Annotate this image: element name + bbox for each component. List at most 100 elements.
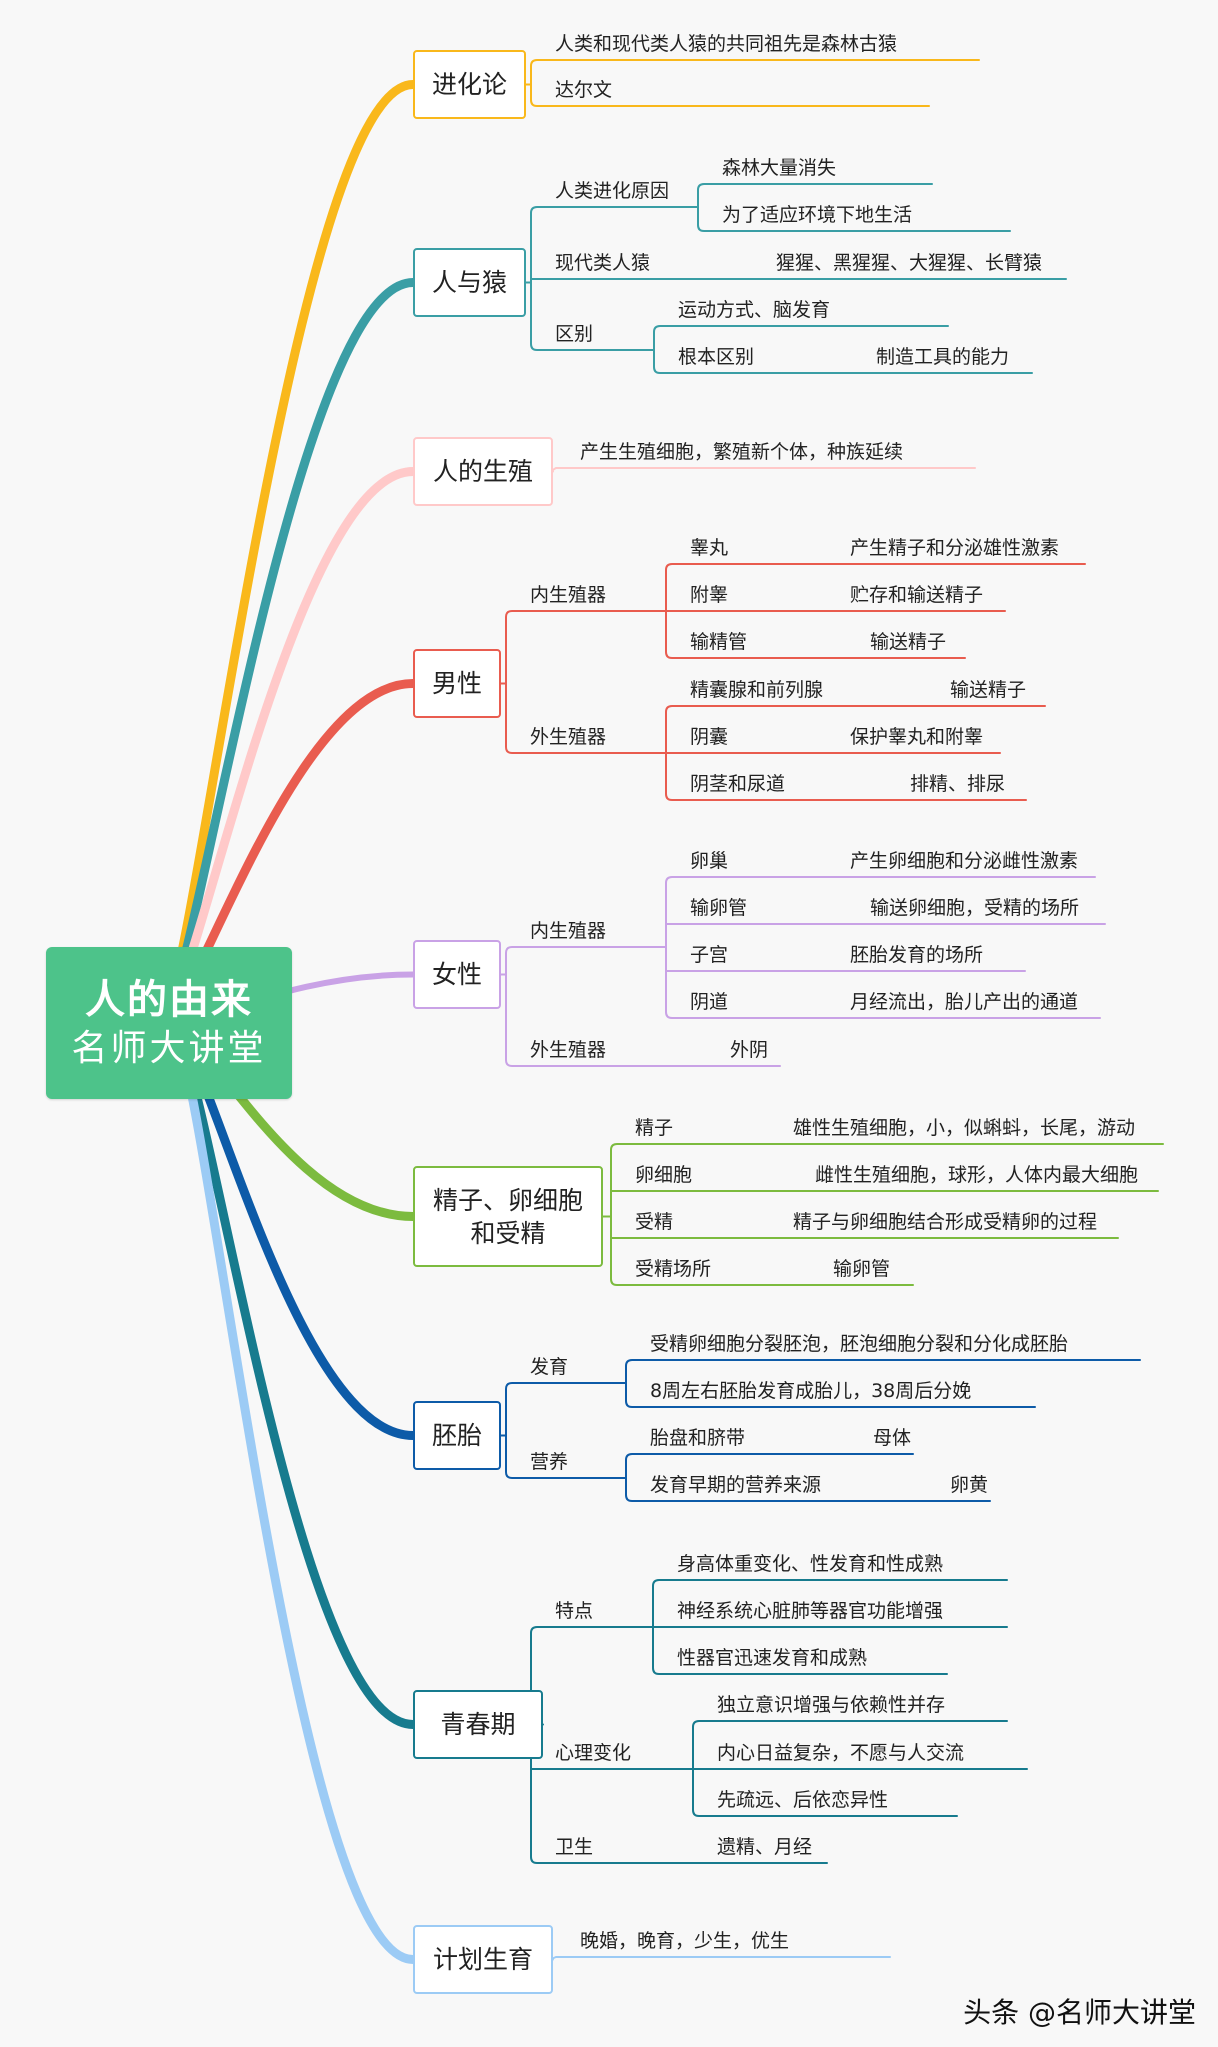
detail-fertilization-1[interactable]: 雌性生殖细胞，球形，人体内最大细胞	[815, 1164, 1139, 1186]
subdetail-male-1-0[interactable]: 输送精子	[950, 679, 1027, 701]
item-embryo-1[interactable]: 营养	[530, 1451, 569, 1473]
subitem-embryo-1-0[interactable]: 胎盘和脐带	[650, 1427, 746, 1449]
subdetail-female-0-3[interactable]: 月经流出，胎儿产出的通道	[850, 991, 1079, 1013]
subdetail-female-0-1[interactable]: 输送卵细胞，受精的场所	[870, 897, 1080, 919]
subdetail-female-0-0[interactable]: 产生卵细胞和分泌雌性激素	[850, 850, 1079, 872]
subitem-female-0-0[interactable]: 卵巢	[690, 850, 729, 872]
subitem-embryo-0-1[interactable]: 8周左右胚胎发育成胎儿，38周后分娩	[650, 1380, 972, 1402]
bracket-family-planning	[551, 1956, 571, 1961]
topic-female[interactable]: 女性	[413, 940, 501, 1009]
bracket-female	[500, 946, 521, 1067]
item-female-1[interactable]: 外生殖器	[530, 1039, 607, 1061]
central-subtitle: 名师大讲堂	[71, 1028, 267, 1069]
item-evolution-0[interactable]: 人类和现代类人猿的共同祖先是森林古猿	[555, 33, 898, 55]
subitem-puberty-0-0[interactable]: 身高体重变化、性发育和性成熟	[677, 1553, 944, 1575]
topic-evolution[interactable]: 进化论	[413, 50, 526, 119]
detail-fertilization-2[interactable]: 精子与卵细胞结合形成受精卵的过程	[793, 1211, 1098, 1233]
item-human-ape-0[interactable]: 人类进化原因	[555, 180, 670, 202]
subitem-male-1-2[interactable]: 阴茎和尿道	[690, 773, 786, 795]
subdetail-male-0-1[interactable]: 贮存和输送精子	[850, 584, 984, 606]
bracket-puberty-1	[664, 1720, 708, 1817]
subdetail-male-1-1[interactable]: 保护睾丸和附睾	[850, 726, 984, 748]
subitem-human-ape-2-1[interactable]: 根本区别	[678, 346, 755, 368]
subdetail-male-1-2[interactable]: 排精、排尿	[910, 773, 1006, 795]
detail-fertilization-0[interactable]: 雄性生殖细胞，小，似蝌蚪，长尾，游动	[793, 1117, 1136, 1139]
item-human-ape-1[interactable]: 现代类人猿	[555, 252, 651, 274]
subitem-female-0-3[interactable]: 阴道	[690, 991, 729, 1013]
subdetail-embryo-1-1[interactable]: 卵黄	[950, 1474, 989, 1496]
item-male-0[interactable]: 内生殖器	[530, 584, 607, 606]
topic-family-planning[interactable]: 计划生育	[413, 1925, 553, 1994]
bracket-male-1	[659, 705, 681, 801]
bracket-embryo-1	[609, 1453, 641, 1502]
subdetail-embryo-1-0[interactable]: 母体	[873, 1427, 912, 1449]
detail-fertilization-3[interactable]: 输卵管	[833, 1258, 891, 1280]
subitem-embryo-1-1[interactable]: 发育早期的营养来源	[650, 1474, 822, 1496]
branch-curve-reproduction	[165, 467, 418, 1018]
bracket-human-ape-2	[634, 325, 669, 374]
subdetail-female-0-2[interactable]: 胚胎发育的场所	[850, 944, 984, 966]
bracket-female-0	[659, 876, 681, 1019]
subdetail-male-0-2[interactable]: 输送精子	[870, 631, 947, 653]
bracket-human-ape-0	[686, 183, 713, 232]
subitem-male-1-0[interactable]: 精囊腺和前列腺	[690, 679, 824, 701]
item-fertilization-2[interactable]: 受精	[635, 1211, 674, 1233]
topic-embryo[interactable]: 胚胎	[413, 1401, 501, 1470]
subitem-puberty-1-0[interactable]: 独立意识增强与依赖性并存	[717, 1694, 946, 1716]
topic-male[interactable]: 男性	[413, 649, 501, 718]
item-fertilization-1[interactable]: 卵细胞	[635, 1164, 693, 1186]
subitem-human-ape-0-1[interactable]: 为了适应环境下地生活	[722, 204, 913, 226]
detail-puberty-2[interactable]: 遗精、月经	[717, 1836, 813, 1858]
item-evolution-1[interactable]: 达尔文	[555, 79, 613, 101]
item-puberty-2[interactable]: 卫生	[555, 1836, 594, 1858]
item-puberty-0[interactable]: 特点	[555, 1600, 594, 1622]
bracket-male-0	[659, 563, 681, 659]
subitem-embryo-0-0[interactable]: 受精卵细胞分裂胚泡，胚泡细胞分裂和分化成胚胎	[650, 1333, 1069, 1355]
branch-curve-human-ape	[165, 278, 418, 1013]
item-reproduction-0[interactable]: 产生生殖细胞，繁殖新个体，种族延续	[580, 441, 904, 463]
branch-curve-family-planning	[175, 1038, 418, 1964]
subitem-male-1-1[interactable]: 阴囊	[690, 726, 729, 748]
item-fertilization-3[interactable]: 受精场所	[635, 1258, 712, 1280]
item-human-ape-2[interactable]: 区别	[555, 323, 594, 345]
item-fertilization-0[interactable]: 精子	[635, 1117, 674, 1139]
bracket-evolution	[525, 59, 546, 107]
subitem-human-ape-2-0[interactable]: 运动方式、脑发育	[678, 299, 831, 321]
topic-reproduction[interactable]: 人的生殖	[413, 437, 553, 506]
central-topic[interactable]: 人的由来 名师大讲堂	[46, 947, 292, 1099]
subitem-male-0-0[interactable]: 睾丸	[690, 537, 729, 559]
subitem-puberty-1-2[interactable]: 先疏远、后依恋异性	[717, 1789, 889, 1811]
item-male-1[interactable]: 外生殖器	[530, 726, 607, 748]
subdetail-human-ape-2-1[interactable]: 制造工具的能力	[876, 346, 1010, 368]
bracket-human-ape	[525, 206, 546, 351]
watermark: 头条 @名师大讲堂	[963, 1996, 1196, 2029]
subitem-male-0-1[interactable]: 附睾	[690, 584, 729, 606]
branch-curve-evolution	[165, 80, 418, 1008]
item-puberty-1[interactable]: 心理变化	[555, 1742, 632, 1764]
bracket-embryo-0	[609, 1359, 641, 1408]
branch-curve-puberty	[175, 1033, 418, 1729]
subitem-puberty-0-2[interactable]: 性器官迅速发育和成熟	[677, 1647, 868, 1669]
detail-human-ape-1[interactable]: 猩猩、黑猩猩、大猩猩、长臂猿	[776, 252, 1043, 274]
subitem-puberty-0-1[interactable]: 神经系统心脏肺等器官功能增强	[677, 1600, 944, 1622]
item-family-planning-0[interactable]: 晚婚，晚育，少生，优生	[580, 1930, 790, 1952]
item-embryo-0[interactable]: 发育	[530, 1356, 569, 1378]
topic-fertilization[interactable]: 精子、卵细胞 和受精	[413, 1166, 603, 1267]
topic-human-ape[interactable]: 人与猿	[413, 248, 526, 317]
subitem-human-ape-0-0[interactable]: 森林大量消失	[722, 157, 837, 179]
subitem-puberty-1-1[interactable]: 内心日益复杂，不愿与人交流	[717, 1742, 965, 1764]
central-title: 人的由来	[85, 977, 253, 1023]
bracket-fertilization	[602, 1143, 626, 1286]
item-female-0[interactable]: 内生殖器	[530, 920, 607, 942]
subitem-female-0-1[interactable]: 输卵管	[690, 897, 748, 919]
topic-puberty[interactable]: 青春期	[413, 1690, 543, 1759]
subdetail-male-0-0[interactable]: 产生精子和分泌雄性激素	[850, 537, 1060, 559]
bracket-male	[500, 610, 521, 754]
bracket-puberty-0	[652, 1579, 668, 1675]
detail-female-1[interactable]: 外阴	[730, 1039, 769, 1061]
subitem-female-0-2[interactable]: 子宫	[690, 944, 729, 966]
bracket-reproduction	[551, 467, 571, 473]
subitem-male-0-2[interactable]: 输精管	[690, 631, 748, 653]
